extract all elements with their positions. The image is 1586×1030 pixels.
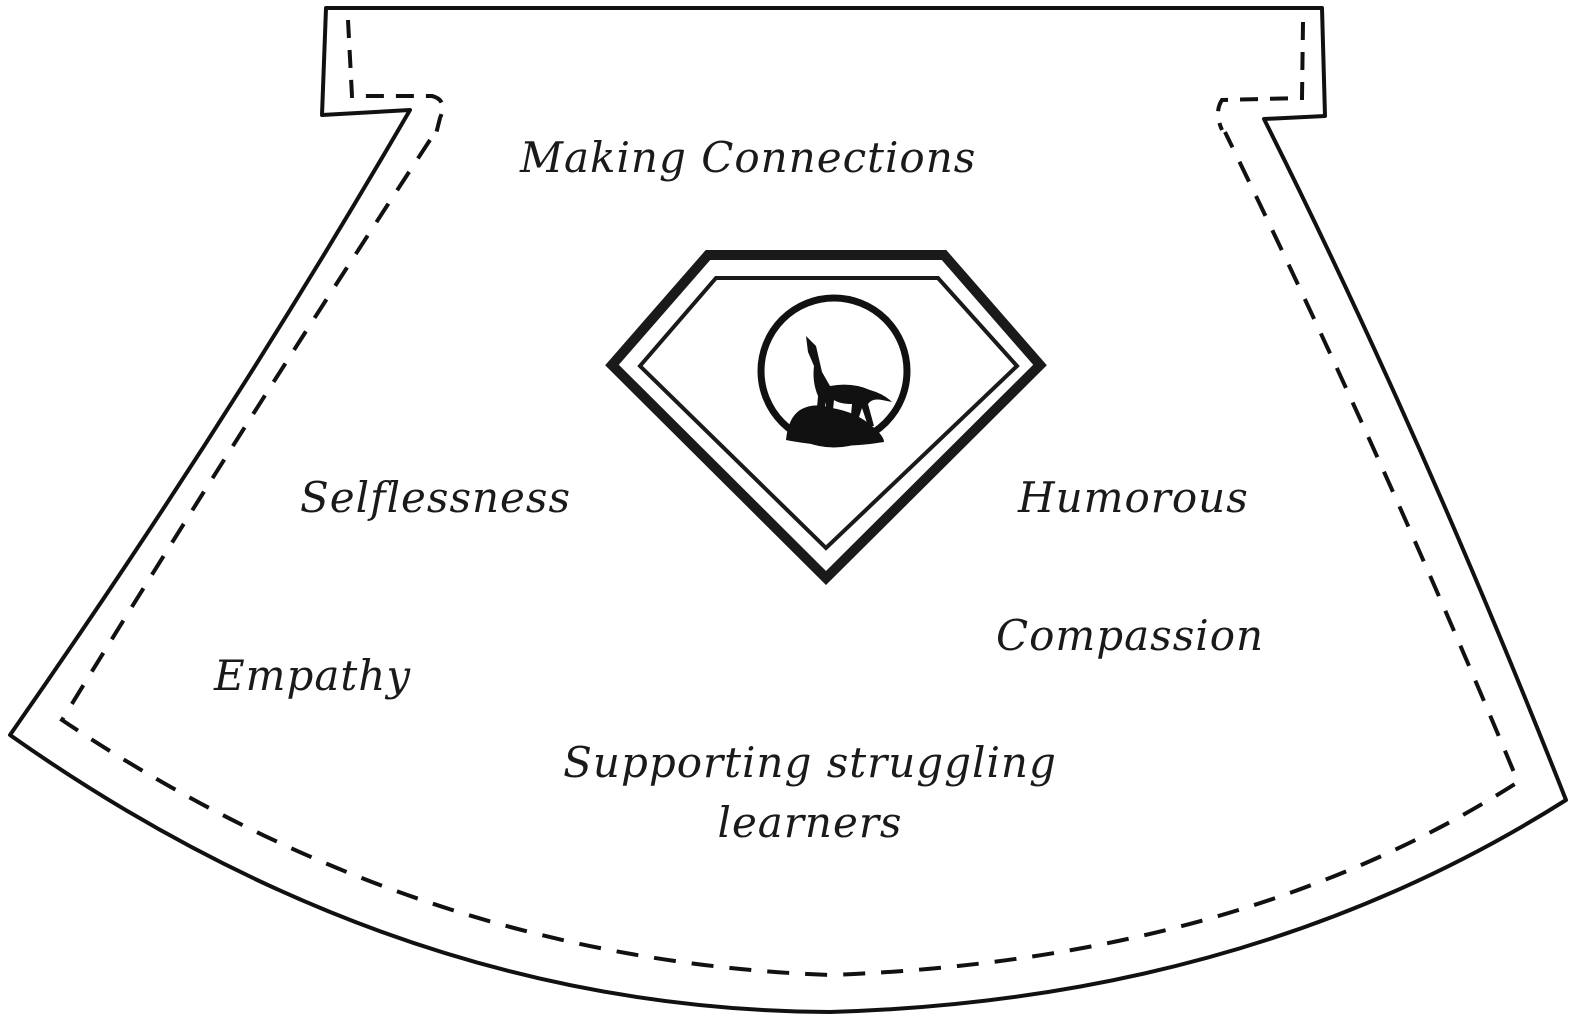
cape-stitch-border xyxy=(59,131,1521,978)
trait-supporting-struggling-learners: Supporting struggling learners xyxy=(480,733,1140,853)
howling-wolf-icon xyxy=(786,336,892,446)
trait-supporting-line2: learners xyxy=(717,798,903,847)
emblem-inner-diamond xyxy=(637,276,1020,551)
trait-compassion: Compassion xyxy=(996,611,1265,660)
emblem xyxy=(605,250,1047,586)
cape-stitch-left-collar xyxy=(346,19,445,139)
trait-empathy: Empathy xyxy=(214,651,412,700)
trait-supporting-line1: Supporting struggling xyxy=(563,738,1057,787)
trait-selflessness: Selflessness xyxy=(300,473,572,522)
trait-making-connections: Making Connections xyxy=(520,133,977,182)
cape-stitch-right-collar xyxy=(1216,21,1305,131)
trait-humorous: Humorous xyxy=(1018,473,1249,522)
